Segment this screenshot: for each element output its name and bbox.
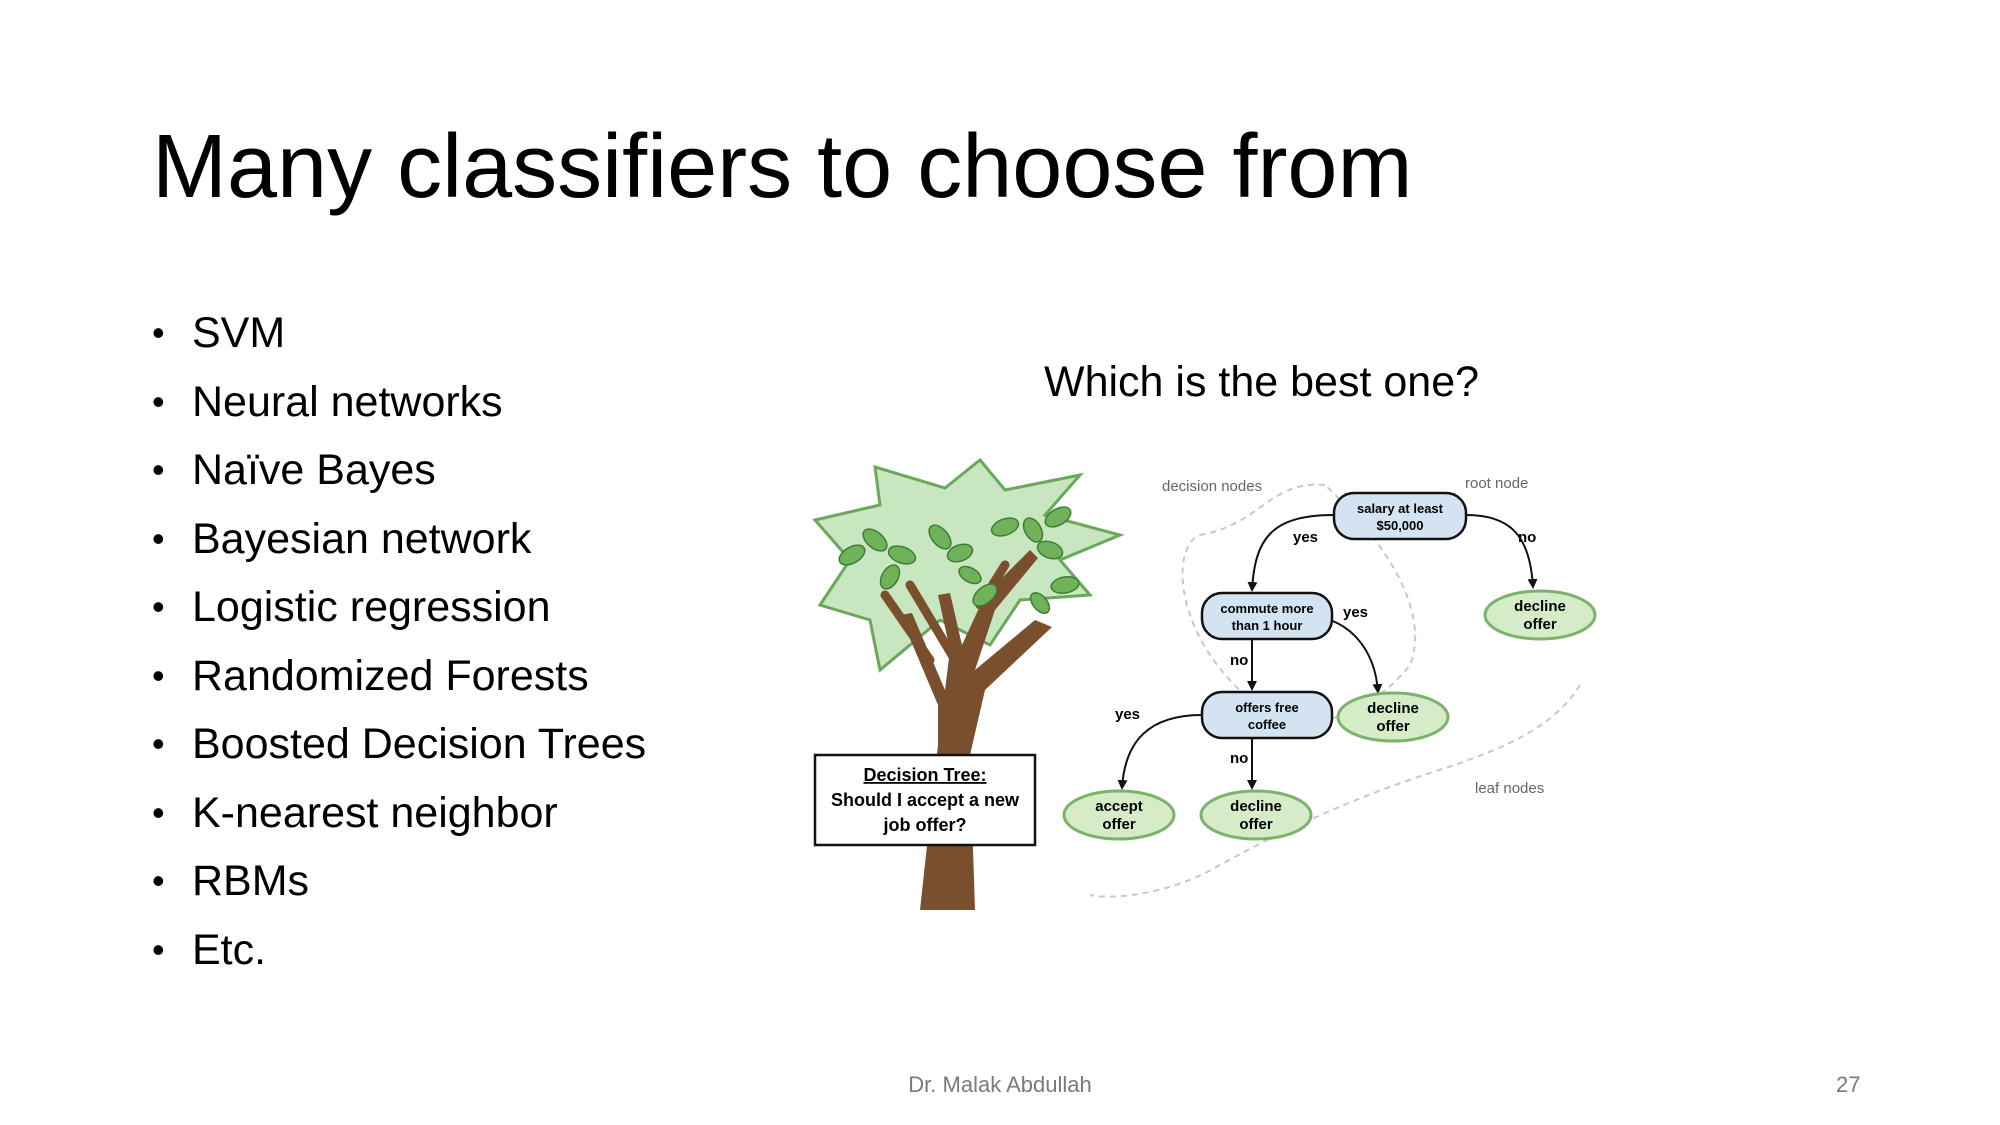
sign-title: Decision Tree:	[863, 765, 986, 785]
leaf-node-accept: accept offer	[1062, 789, 1176, 841]
tree-edges	[1117, 514, 1538, 790]
sign-line-2: Should I accept a new	[831, 790, 1020, 810]
leaf-node-decline: decline offer	[1483, 589, 1597, 641]
svg-text:coffee: coffee	[1248, 717, 1286, 732]
bullet-icon: •	[152, 928, 165, 970]
sign: Decision Tree: Should I accept a new job…	[813, 753, 1037, 847]
bullet-icon: •	[152, 312, 165, 353]
svg-text:$50,000: $50,000	[1377, 518, 1424, 533]
svg-text:offers free: offers free	[1235, 700, 1299, 715]
svg-text:than 1 hour: than 1 hour	[1232, 618, 1303, 633]
edge-label: yes	[1293, 529, 1318, 546]
decision-tree-figure: Decision Tree: Should I accept a new job…	[812, 457, 1597, 910]
leaf-node-decline: decline offer	[1336, 691, 1450, 743]
edge-label: no	[1230, 750, 1248, 767]
list-item: •Neural networks	[152, 368, 646, 437]
edge-label: yes	[1343, 604, 1368, 621]
bullet-icon: •	[152, 791, 165, 833]
bullet-icon: •	[152, 654, 165, 696]
leaf-nodes-outline	[1089, 684, 1581, 898]
slide-title: Many classifiers to choose from	[152, 117, 1413, 217]
svg-text:offer: offer	[1376, 718, 1409, 735]
list-item: •Bayesian network	[152, 505, 646, 574]
svg-text:decline: decline	[1367, 700, 1419, 717]
edge-label: no	[1230, 652, 1248, 669]
list-item: •Naïve Bayes	[152, 436, 646, 505]
bullet-icon: •	[152, 380, 165, 422]
svg-text:offer: offer	[1523, 616, 1556, 633]
edge-label: yes	[1115, 706, 1140, 723]
decision-node-coffee: offers free coffee	[1200, 690, 1334, 740]
page-number: 27	[1836, 1072, 1861, 1097]
bullet-icon: •	[152, 449, 165, 490]
list-item: •Randomized Forests	[152, 642, 646, 711]
sign-line-3: job offer?	[883, 815, 967, 835]
edge-label: no	[1518, 529, 1536, 546]
root-node-label: root node	[1465, 475, 1528, 492]
bullet-icon: •	[152, 586, 165, 627]
svg-text:decline: decline	[1230, 798, 1282, 815]
svg-text:commute more: commute more	[1220, 601, 1313, 616]
bullet-icon: •	[152, 517, 165, 559]
svg-text:accept: accept	[1095, 798, 1143, 815]
tree-illustration	[812, 457, 1125, 910]
svg-text:offer: offer	[1239, 816, 1272, 833]
decision-node-root: salary at least $50,000	[1332, 491, 1468, 541]
decision-nodes-label: decision nodes	[1162, 478, 1262, 495]
svg-text:salary at least: salary at least	[1357, 501, 1444, 516]
classifier-list: •SVM •Neural networks •Naïve Bayes •Baye…	[152, 299, 646, 984]
bullet-icon: •	[152, 860, 165, 901]
list-item: •Boosted Decision Trees	[152, 710, 646, 779]
footer-author: Dr. Malak Abdullah	[908, 1072, 1092, 1097]
list-item: •Logistic regression	[152, 573, 646, 642]
list-item: •RBMs	[152, 847, 646, 916]
leaf-node-decline: decline offer	[1199, 789, 1313, 841]
tree-canopy	[812, 457, 1125, 673]
svg-text:offer: offer	[1102, 816, 1135, 833]
list-item: •SVM	[152, 299, 646, 368]
list-item: •Etc.	[152, 916, 646, 985]
list-item: •K-nearest neighbor	[152, 779, 646, 848]
leaf-nodes-label: leaf nodes	[1475, 780, 1544, 797]
leaf-icon	[838, 506, 1080, 614]
bullet-icon: •	[152, 723, 165, 764]
svg-text:decline: decline	[1514, 598, 1566, 615]
decision-node-commute: commute more than 1 hour	[1200, 591, 1334, 641]
question-text: Which is the best one?	[1044, 358, 1480, 406]
